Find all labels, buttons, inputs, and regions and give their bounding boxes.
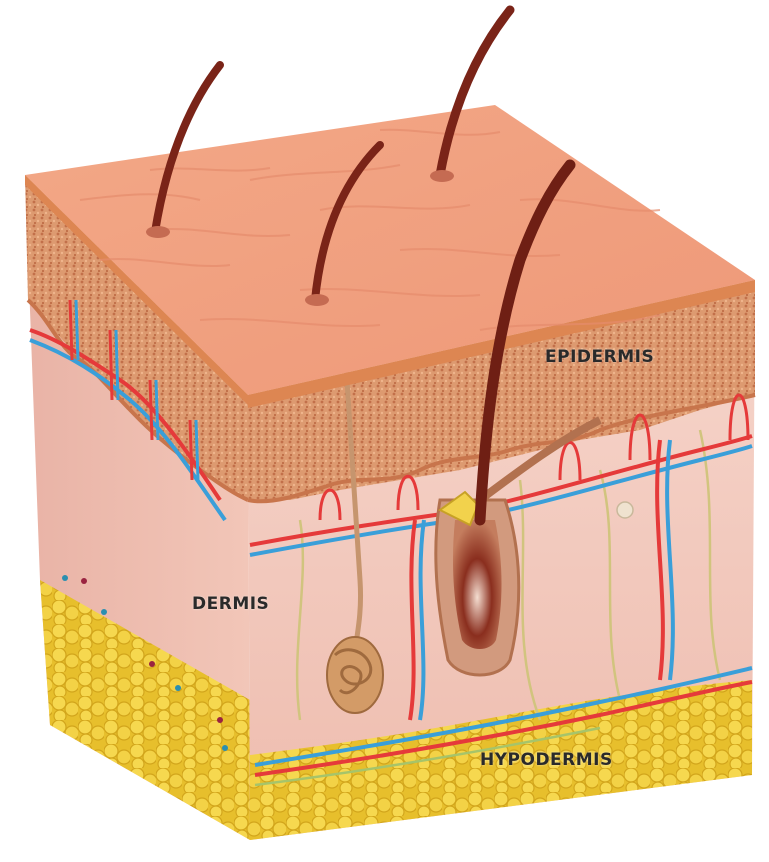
hypodermis-label: HYPODERMIS (480, 750, 613, 770)
dermis-label: DERMIS (192, 594, 269, 614)
epidermis-label: EPIDERMIS (545, 347, 654, 367)
sweat-gland (327, 637, 383, 713)
